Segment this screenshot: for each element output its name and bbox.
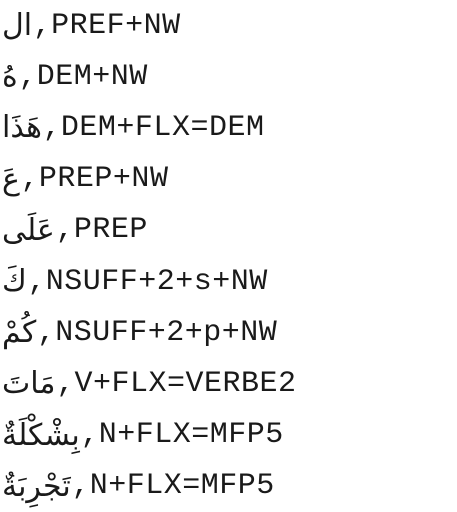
dictionary-entry: هَذَا,DEM+FLX=DEM [0, 102, 457, 153]
entry-separator: , [33, 8, 52, 43]
grammatical-tag: N+FLX=MFP5 [89, 469, 275, 504]
entry-separator: , [56, 366, 75, 401]
entry-separator: , [20, 162, 39, 197]
grammatical-tag: N+FLX=MFP5 [98, 418, 284, 453]
dictionary-entry: بِشْكْلَةٌ,N+FLX=MFP5 [0, 410, 457, 461]
dictionary-entry: مَاتَ,V+FLX=VERBE2 [0, 358, 457, 409]
arabic-lemma: ال [2, 8, 33, 44]
entry-separator: , [18, 59, 37, 94]
arabic-lemma: هُ [2, 59, 18, 95]
dictionary-entry: تَجْرِبَةٌ,N+FLX=MFP5 [0, 461, 457, 512]
entry-separator: , [80, 418, 99, 453]
arabic-lemma: كَ [2, 264, 27, 300]
arabic-lemma: كُمْ [2, 315, 37, 351]
dictionary-entry: هُ,DEM+NW [0, 51, 457, 102]
dictionary-entry: كَ,NSUFF+2+s+NW [0, 256, 457, 307]
arabic-lemma: عَ [2, 161, 20, 197]
grammatical-tag: DEM+FLX=DEM [60, 110, 265, 145]
arabic-lemma: هَذَا [2, 110, 42, 146]
entry-separator: , [42, 110, 61, 145]
grammatical-tag: V+FLX=VERBE2 [74, 366, 297, 401]
arabic-lemma: تَجْرِبَةٌ [2, 468, 71, 504]
grammatical-tag: PREP [73, 213, 148, 248]
entry-separator: , [55, 213, 74, 248]
dictionary-entry: كُمْ,NSUFF+2+p+NW [0, 307, 457, 358]
entry-separator: , [37, 315, 56, 350]
arabic-lemma: بِشْكْلَةٌ [2, 417, 80, 453]
grammatical-tag: NSUFF+2+p+NW [55, 315, 278, 350]
entry-separator: , [27, 264, 46, 299]
grammatical-tag: NSUFF+2+s+NW [45, 264, 268, 299]
arabic-lemma: عَلَى [2, 212, 55, 248]
grammatical-tag: DEM+NW [36, 59, 148, 94]
entry-separator: , [71, 469, 90, 504]
grammatical-tag: PREF+NW [51, 8, 181, 43]
arabic-lemma: مَاتَ [2, 366, 56, 402]
dictionary-entry: عَ,PREP+NW [0, 154, 457, 205]
dictionary-entry: عَلَى,PREP [0, 205, 457, 256]
dictionary-entry: ال,PREF+NW [0, 0, 457, 51]
grammatical-tag: PREP+NW [38, 162, 169, 197]
